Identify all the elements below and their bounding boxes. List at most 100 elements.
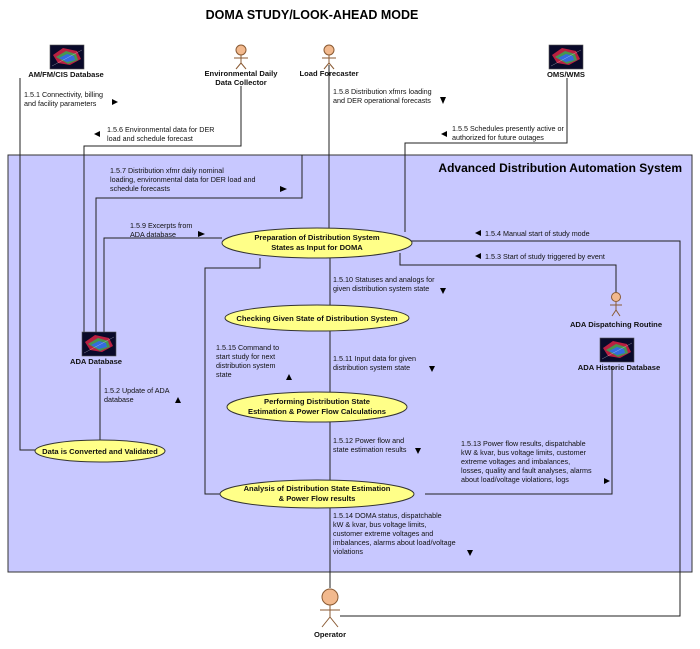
svg-text:1.5.13 Power flow results, dis: 1.5.13 Power flow results, dispatchable	[461, 439, 586, 448]
message-1-5-2: 1.5.2 Update of ADA database	[104, 386, 170, 404]
message-1-5-15: 1.5.15 Command to start study for next d…	[216, 343, 279, 379]
svg-text:1.5.9 Excerpts from: 1.5.9 Excerpts from	[130, 221, 192, 230]
connector-amfm	[19, 78, 40, 451]
svg-text:1.5.1 Connectivity, billing: 1.5.1 Connectivity, billing	[24, 90, 103, 99]
diagram-title: DOMA STUDY/LOOK-AHEAD MODE	[206, 8, 419, 22]
connector-env	[83, 86, 242, 332]
svg-text:Performing Distribution State: Performing Distribution State	[264, 397, 370, 406]
connector-153	[399, 253, 617, 293]
svg-text:1.5.3 Start of study triggered: 1.5.3 Start of study triggered by event	[485, 252, 605, 261]
svg-text:loading, environmental data fo: loading, environmental data for DER load…	[110, 175, 255, 184]
message-1-5-9: 1.5.9 Excerpts from ADA database	[130, 221, 192, 239]
svg-text:load and schedule forecast: load and schedule forecast	[107, 134, 193, 143]
svg-text:authorized for future outages: authorized for future outages	[452, 133, 544, 142]
svg-text:1.5.14 DOMA status, dispatchab: 1.5.14 DOMA status, dispatchable	[333, 511, 442, 520]
svg-text:distribution system state: distribution system state	[333, 363, 410, 372]
svg-text:1.5.6 Environmental data for D: 1.5.6 Environmental data for DER	[107, 125, 214, 134]
actor-historic-database: ADA Historic Database	[578, 363, 660, 372]
svg-text:ADA database: ADA database	[130, 230, 176, 239]
svg-text:losses, quality and fault anal: losses, quality and fault analyses, alar…	[461, 466, 592, 475]
message-1-5-1: 1.5.1 Connectivity, billing and facility…	[24, 90, 103, 108]
svg-text:kW & kvar, bus voltage limits,: kW & kvar, bus voltage limits,	[333, 520, 426, 529]
use-case-analysis: Analysis of Distribution State Estimatio…	[219, 479, 415, 509]
svg-text:1.5.12 Power flow and: 1.5.12 Power flow and	[333, 436, 404, 445]
svg-text:distribution system: distribution system	[216, 361, 276, 370]
svg-text:1.5.8 Distribution xfmrs loadi: 1.5.8 Distribution xfmrs loading	[333, 87, 432, 96]
message-1-5-12: 1.5.12 Power flow and state estimation r…	[333, 436, 407, 454]
use-case-checking: Checking Given State of Distribution Sys…	[224, 304, 410, 332]
message-1-5-13: 1.5.13 Power flow results, dispatchable …	[461, 439, 592, 484]
svg-text:extreme voltages and imbalance: extreme voltages and imbalances,	[461, 457, 570, 466]
use-case-performing: Performing Distribution State Estimation…	[226, 391, 408, 423]
svg-text:Data is Converted and Validate: Data is Converted and Validated	[42, 447, 158, 456]
svg-text:state estimation results: state estimation results	[333, 445, 407, 454]
actor-load-forecaster: Load Forecaster	[299, 69, 358, 78]
svg-text:kW & kvar, bus voltage limits,: kW & kvar, bus voltage limits, customer	[461, 448, 587, 457]
actor-env-line2: Data Collector	[215, 78, 267, 87]
historic-database-icon	[599, 337, 635, 363]
svg-text:1.5.7 Distribution xfmr daily: 1.5.7 Distribution xfmr daily nominal	[110, 166, 224, 175]
arrow-1511-icon	[429, 366, 435, 372]
svg-text:1.5.5 Schedules presently acti: 1.5.5 Schedules presently active or	[452, 124, 564, 133]
arrow-155-icon	[441, 131, 447, 137]
use-case-data-converted: Data is Converted and Validated	[34, 439, 166, 463]
oms-wms-database-icon	[548, 44, 584, 70]
connector-159	[103, 237, 222, 332]
ada-database-icon	[81, 331, 117, 357]
actor-amfm: AM/FM/CIS Database	[28, 70, 104, 79]
actor-operator: Operator	[314, 630, 346, 639]
arrow-152-icon	[175, 397, 181, 403]
arrow-157-icon	[280, 186, 287, 192]
svg-text:start study for next: start study for next	[216, 352, 275, 361]
message-1-5-5: 1.5.5 Schedules presently active or auth…	[452, 124, 564, 142]
arrow-154-icon	[475, 230, 481, 236]
message-1-5-8: 1.5.8 Distribution xfmrs loading and DER…	[333, 87, 432, 105]
svg-text:Analysis of Distribution State: Analysis of Distribution State Estimatio…	[244, 484, 391, 493]
amfm-database-icon	[49, 44, 85, 70]
svg-text:Preparation of Distribution Sy: Preparation of Distribution System	[254, 233, 380, 242]
arrow-1514-icon	[467, 550, 473, 556]
message-1-5-10: 1.5.10 Statuses and analogs for given di…	[333, 275, 435, 293]
svg-text:given distribution system stat: given distribution system state	[333, 284, 429, 293]
svg-text:1.5.15 Command to: 1.5.15 Command to	[216, 343, 279, 352]
connector-1515	[204, 258, 261, 495]
connector-oms	[404, 78, 568, 232]
arrow-153-icon	[475, 253, 481, 259]
message-1-5-6: 1.5.6 Environmental data for DER load an…	[107, 125, 214, 143]
operator-actor-icon	[320, 588, 340, 628]
connector-154	[340, 240, 681, 617]
svg-text:Estimation & Power Flow Calcul: Estimation & Power Flow Calculations	[248, 407, 386, 416]
arrow-1510-icon	[440, 288, 446, 294]
use-case-preparation: Preparation of Distribution System State…	[221, 227, 413, 259]
message-1-5-14: 1.5.14 DOMA status, dispatchable kW & kv…	[333, 511, 456, 556]
arrow-1513-icon	[604, 478, 610, 484]
actor-ada-database: ADA Database	[70, 357, 122, 366]
svg-text:customer extreme voltages and: customer extreme voltages and	[333, 529, 433, 538]
svg-text:and facility parameters: and facility parameters	[24, 99, 97, 108]
arrow-151-icon	[112, 99, 118, 105]
svg-text:violations: violations	[333, 547, 363, 556]
message-1-5-11: 1.5.11 Input data for given distribution…	[333, 354, 416, 372]
actor-dispatching-routine: ADA Dispatching Routine	[570, 320, 662, 329]
svg-text:about load/voltage violations,: about load/voltage violations, logs	[461, 475, 569, 484]
env-collector-actor-icon	[234, 44, 248, 70]
connector-157	[95, 155, 303, 332]
svg-text:state: state	[216, 370, 232, 379]
arrow-158-icon	[440, 97, 446, 104]
arrow-159-icon	[198, 231, 205, 237]
svg-text:schedule forecasts: schedule forecasts	[110, 184, 170, 193]
arrow-1515-icon	[286, 374, 292, 380]
svg-text:1.5.11 Input data for given: 1.5.11 Input data for given	[333, 354, 416, 363]
message-1-5-7: 1.5.7 Distribution xfmr daily nominal lo…	[110, 166, 255, 193]
system-boundary-title: Advanced Distribution Automation System	[438, 161, 682, 175]
actor-oms: OMS/WMS	[547, 70, 585, 79]
svg-text:database: database	[104, 395, 134, 404]
svg-text:1.5.4 Manual start of study mo: 1.5.4 Manual start of study mode	[485, 229, 590, 238]
dispatching-routine-actor-icon	[610, 292, 622, 317]
message-1-5-4: 1.5.4 Manual start of study mode	[485, 229, 590, 238]
actor-env-line1: Environmental Daily	[204, 69, 278, 78]
svg-text:and DER operational forecasts: and DER operational forecasts	[333, 96, 431, 105]
svg-text:States as Input for DOMA: States as Input for DOMA	[271, 243, 363, 252]
svg-text:& Power Flow results: & Power Flow results	[279, 494, 356, 503]
